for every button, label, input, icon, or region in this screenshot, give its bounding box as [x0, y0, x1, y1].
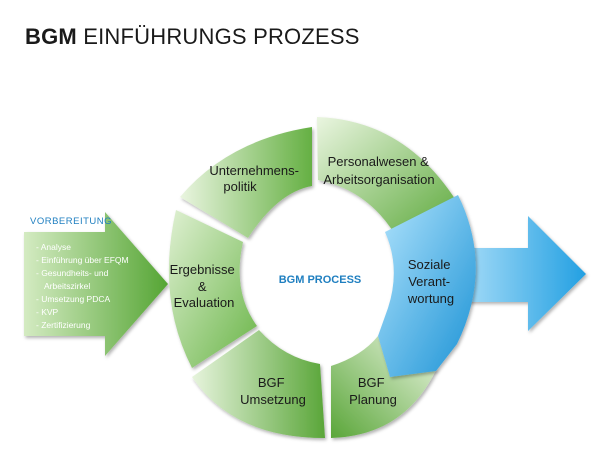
label-soziale-verantwortung: Soziale Verant- wortung [407, 257, 454, 306]
center-label: BGM PROCESS [279, 274, 362, 286]
list-item: - Zertifizierung [36, 320, 91, 330]
label-unternehmenspolitik: Unternehmens- politik [209, 163, 302, 194]
list-item: - Gesundheits- und [36, 268, 109, 278]
segment-ergebnisse [168, 210, 257, 368]
list-item: - Umsetzung PDCA [36, 294, 110, 304]
segment-personalwesen [317, 117, 457, 236]
list-item: - Analyse [36, 242, 71, 252]
list-item: - KVP [36, 307, 59, 317]
list-item: Arbeitszirkel [44, 281, 90, 291]
vorbereitung-list: - Analyse - Einführung über EFQM - Gesun… [36, 242, 131, 330]
label-bgf-planung: BGF Planung [349, 375, 397, 407]
segment-bgf-planung [331, 336, 437, 438]
vorbereitung-arrow [24, 212, 168, 356]
vorbereitung-title: VORBEREITUNG [30, 216, 112, 227]
segment-unternehmenspolitik [180, 127, 312, 238]
title-bold: BGM [25, 24, 77, 49]
segment-bgf-umsetzung [192, 330, 325, 438]
label-ergebnisse: Ergebnisse & Evaluation [170, 262, 239, 310]
title-rest: EINFÜHRUNGS PROZESS [83, 24, 360, 49]
list-item: - Einführung über EFQM [36, 255, 129, 265]
label-personalwesen: Personalwesen & Arbeitsorganisation [323, 154, 434, 187]
segment-soziale-verantwortung [378, 195, 476, 377]
output-arrow [430, 216, 586, 331]
label-bgf-umsetzung: BGF Umsetzung [240, 375, 306, 407]
page-title: BGM EINFÜHRUNGS PROZESS [25, 24, 360, 50]
